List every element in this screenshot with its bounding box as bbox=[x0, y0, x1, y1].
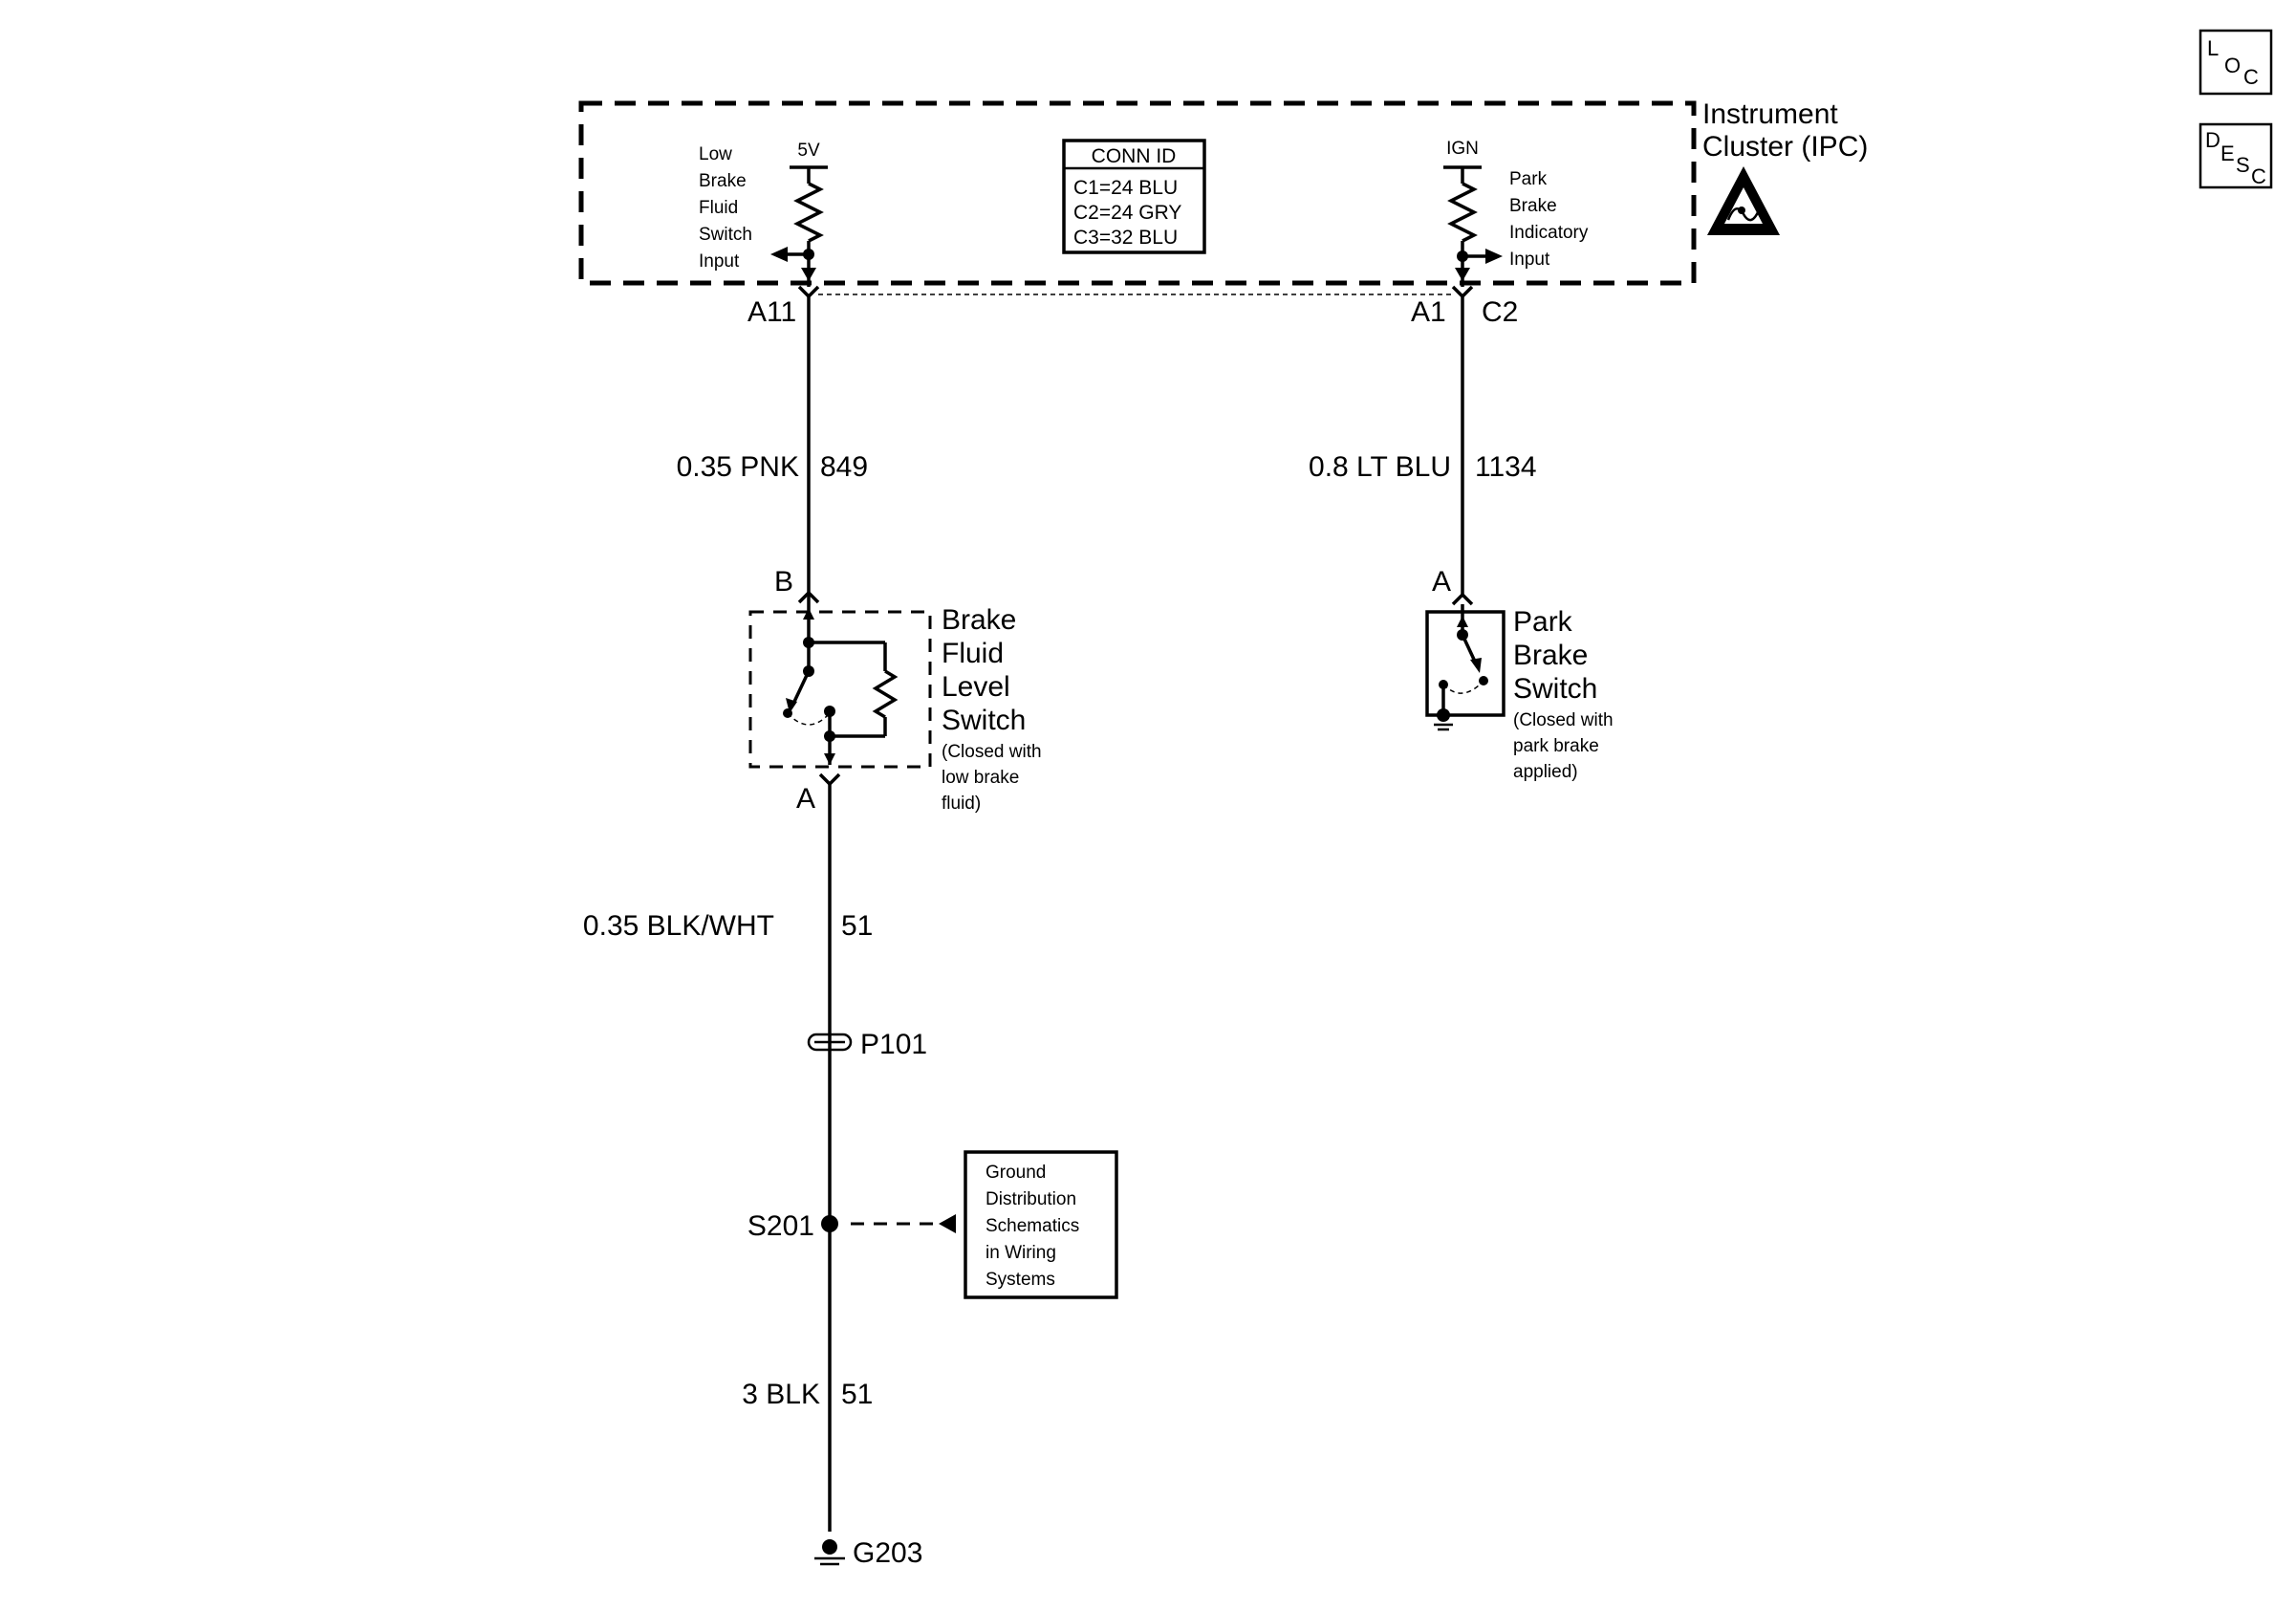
svg-text:Input: Input bbox=[699, 251, 740, 272]
svg-text:in Wiring: in Wiring bbox=[986, 1243, 1056, 1263]
svg-text:Brake: Brake bbox=[1509, 196, 1557, 216]
ground-icon bbox=[1437, 708, 1450, 722]
svg-text:E: E bbox=[2220, 141, 2235, 165]
switch-pin-a: A bbox=[796, 783, 815, 815]
pin-a1: A1 bbox=[1411, 296, 1446, 328]
p101-label: P101 bbox=[860, 1029, 927, 1060]
svg-text:Switch: Switch bbox=[942, 705, 1026, 736]
svg-text:Brake: Brake bbox=[1513, 640, 1588, 671]
arrow-icon bbox=[939, 1214, 956, 1233]
svg-text:C: C bbox=[2243, 65, 2259, 89]
svg-text:Input: Input bbox=[1509, 250, 1550, 270]
p101-pass-through-icon bbox=[807, 1033, 853, 1052]
svg-text:applied): applied) bbox=[1513, 762, 1578, 782]
supply-ign-label: IGN bbox=[1446, 139, 1479, 159]
conn-id-row: C1=24 BLU bbox=[1073, 177, 1178, 199]
pin-c2: C2 bbox=[1482, 296, 1518, 328]
svg-text:S: S bbox=[2236, 153, 2250, 177]
ground-distribution-ref[interactable]: Ground Distribution Schematics in Wiring… bbox=[964, 1150, 1118, 1299]
low-brake-fluid-input: 5V Low Brake Fluid Switch Input bbox=[699, 141, 828, 287]
svg-text:(Closed with: (Closed with bbox=[942, 742, 1042, 762]
svg-text:Park: Park bbox=[1513, 606, 1573, 638]
instrument-cluster: Instrument Cluster (IPC) CONN ID C1=24 B… bbox=[578, 98, 1868, 287]
switch-pin-b: B bbox=[774, 566, 793, 598]
svg-text:Distribution: Distribution bbox=[986, 1189, 1076, 1209]
conn-id-table: CONN ID C1=24 BLU C2=24 GRY C3=32 BLU bbox=[1062, 139, 1206, 254]
wire-1134-circuit: 1134 bbox=[1475, 451, 1537, 483]
svg-text:O: O bbox=[2224, 54, 2241, 77]
svg-text:Ground: Ground bbox=[986, 1163, 1046, 1183]
svg-text:(Closed with: (Closed with bbox=[1513, 710, 1614, 730]
conn-id-header: CONN ID bbox=[1092, 145, 1177, 167]
svg-text:low brake: low brake bbox=[942, 768, 1019, 788]
svg-text:Switch: Switch bbox=[1513, 673, 1597, 705]
svg-text:Park: Park bbox=[1509, 169, 1548, 189]
park-brake-indicator-input: IGN Park Brake Indicatory Input bbox=[1443, 139, 1589, 287]
svg-text:D: D bbox=[2205, 128, 2220, 152]
right-circuit: A1 C2 0.8 LT BLU 1134 A Park Brake Switc… bbox=[1309, 285, 1614, 782]
esd-warning-icon bbox=[1707, 166, 1780, 235]
s201-label: S201 bbox=[747, 1210, 814, 1242]
conn-id-row: C2=24 GRY bbox=[1073, 202, 1181, 224]
left-circuit: A11 0.35 PNK 849 B Brake bbox=[583, 285, 1118, 1569]
svg-text:Fluid: Fluid bbox=[699, 198, 738, 218]
ground-icon bbox=[814, 1539, 845, 1566]
svg-text:Indicatory: Indicatory bbox=[1509, 223, 1589, 243]
s201-splice-icon bbox=[821, 1215, 838, 1232]
wire-1134-size-color: 0.8 LT BLU bbox=[1309, 451, 1451, 483]
pin-a11: A11 bbox=[747, 296, 796, 328]
svg-text:Fluid: Fluid bbox=[942, 638, 1004, 669]
wire-3blk-size-color: 3 BLK bbox=[742, 1379, 820, 1410]
conn-id-row: C3=32 BLU bbox=[1073, 227, 1178, 249]
loc-button[interactable]: L O C bbox=[2199, 29, 2273, 96]
wire-51-size-color: 0.35 BLK/WHT bbox=[583, 910, 774, 942]
wire-849-size-color: 0.35 PNK bbox=[677, 451, 799, 483]
supply-5v-label: 5V bbox=[797, 141, 820, 161]
brake-fluid-level-switch: B Brake Fluid Level Switch (Closed wi bbox=[748, 566, 1042, 815]
svg-text:Systems: Systems bbox=[986, 1270, 1055, 1290]
wire-3blk-circuit: 51 bbox=[841, 1379, 873, 1410]
svg-text:C: C bbox=[2251, 164, 2266, 188]
svg-text:Brake: Brake bbox=[942, 604, 1016, 636]
svg-text:Brake: Brake bbox=[699, 171, 747, 191]
svg-text:Low: Low bbox=[699, 144, 732, 164]
svg-text:Level: Level bbox=[942, 671, 1010, 703]
ipc-title-line1: Instrument bbox=[1702, 98, 1838, 130]
park-brake-switch: A Park Brake Switch (Closed with park br… bbox=[1425, 566, 1614, 782]
svg-text:fluid): fluid) bbox=[942, 794, 981, 814]
g203-label: G203 bbox=[853, 1537, 922, 1569]
svg-text:park brake: park brake bbox=[1513, 736, 1599, 756]
desc-button[interactable]: D E S C bbox=[2199, 122, 2273, 189]
park-switch-pin-a: A bbox=[1432, 566, 1451, 598]
wire-849-circuit: 849 bbox=[820, 451, 868, 483]
wire-51-circuit: 51 bbox=[841, 910, 873, 942]
svg-text:L: L bbox=[2207, 36, 2219, 60]
ipc-title-line2: Cluster (IPC) bbox=[1702, 131, 1868, 163]
svg-text:Switch: Switch bbox=[699, 225, 752, 245]
svg-text:Schematics: Schematics bbox=[986, 1216, 1079, 1236]
